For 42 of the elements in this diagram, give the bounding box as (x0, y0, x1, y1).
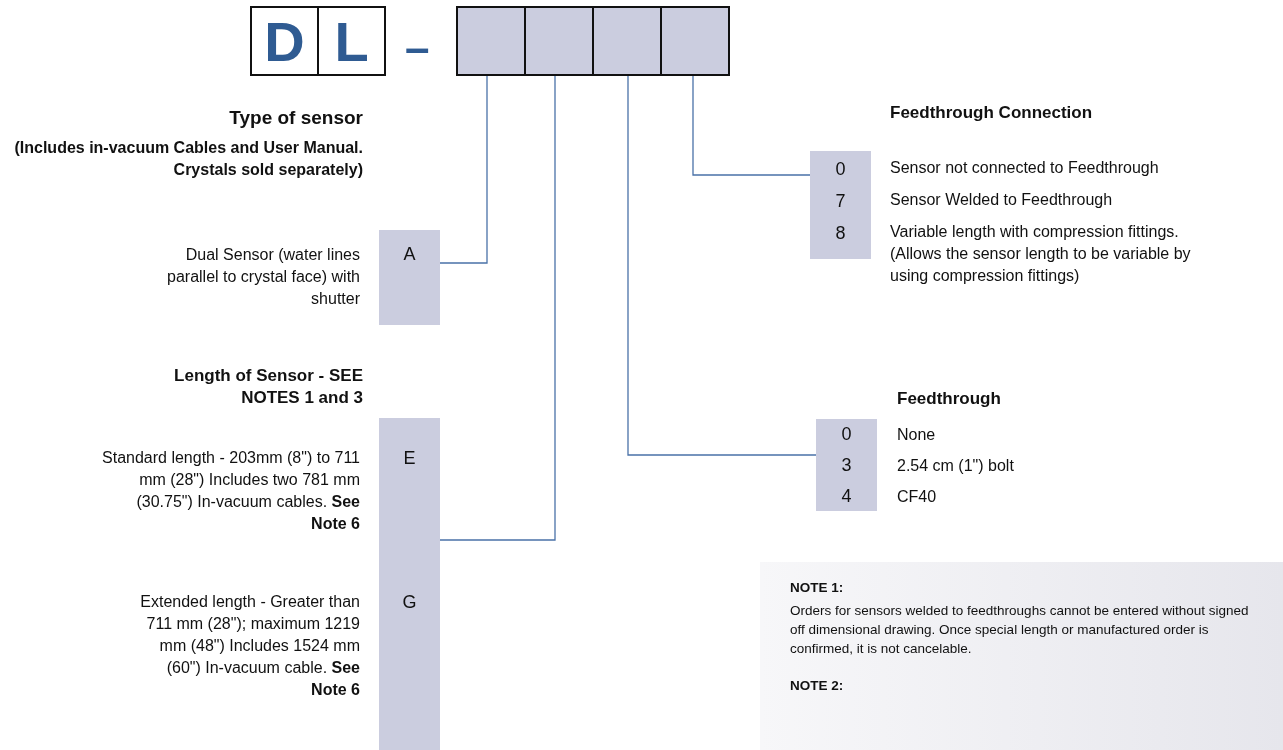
note-heading: NOTE 1: (790, 579, 845, 597)
code-box (524, 6, 594, 76)
option-description: Sensor not connected to Feedthrough (890, 158, 1160, 178)
code-letter-box: D (250, 6, 319, 76)
section-heading: Length of Sensor - SEE NOTES 1 and 3 (173, 365, 363, 409)
option-description: Variable length with compression fittings. (Allows the sensor length to be variable by using compression fittings) (890, 222, 1192, 286)
dash-separator: – (405, 36, 430, 60)
option-code: A (402, 244, 417, 265)
option-code: 8 (834, 223, 847, 244)
leader-line (439, 75, 488, 264)
option-description: Dual Sensor (water lines parallel to crystal face) with shutter (166, 245, 360, 309)
code-letter-box: L (317, 6, 386, 76)
option-code: 0 (834, 159, 847, 180)
option-code: 7 (834, 191, 847, 212)
option-code: E (402, 448, 417, 469)
leader-line (627, 75, 817, 456)
section-heading: Feedthrough (897, 388, 1002, 410)
option-code: G (401, 592, 418, 613)
notes-panel (760, 562, 1283, 750)
option-code: 0 (840, 424, 853, 445)
leader-line (692, 75, 811, 176)
option-code: 3 (840, 455, 853, 476)
option-code: 4 (840, 486, 853, 507)
leader-line (439, 75, 556, 541)
section-note: (Includes in-vacuum Cables and User Manual. Crystals sold separately) (13, 138, 363, 180)
section-heading: Type of sensor (228, 107, 363, 129)
option-code-column (379, 230, 440, 325)
option-code-column (379, 418, 440, 750)
section-heading: Feedthrough Connection (890, 102, 1094, 124)
option-description: Extended length - Greater than 711 mm (28"); maximum 1219 mm (48") Includes 1524 mm (60") In-vacuum cable. See Note 6 (139, 592, 360, 700)
option-code-column (816, 419, 877, 511)
option-description: None (897, 425, 937, 445)
option-description: 2.54 cm (1") bolt (897, 456, 1015, 476)
code-box (592, 6, 662, 76)
code-box (660, 6, 730, 76)
option-description: Standard length - 203mm (8") to 711 mm (28") Includes two 781 mm (30.75") In-vacuum cables. See Note 6 (101, 448, 360, 534)
option-code-column (810, 151, 871, 259)
note-text: Orders for sensors welded to feedthroughs cannot be entered without signed off dimensional drawing. Once special length or manufactured order is confirmed, it is not cancelable. (790, 602, 1250, 658)
code-box (456, 6, 526, 76)
option-description: CF40 (897, 487, 938, 507)
option-description: Sensor Welded to Feedthrough (890, 190, 1114, 210)
note-heading: NOTE 2: (790, 677, 845, 695)
